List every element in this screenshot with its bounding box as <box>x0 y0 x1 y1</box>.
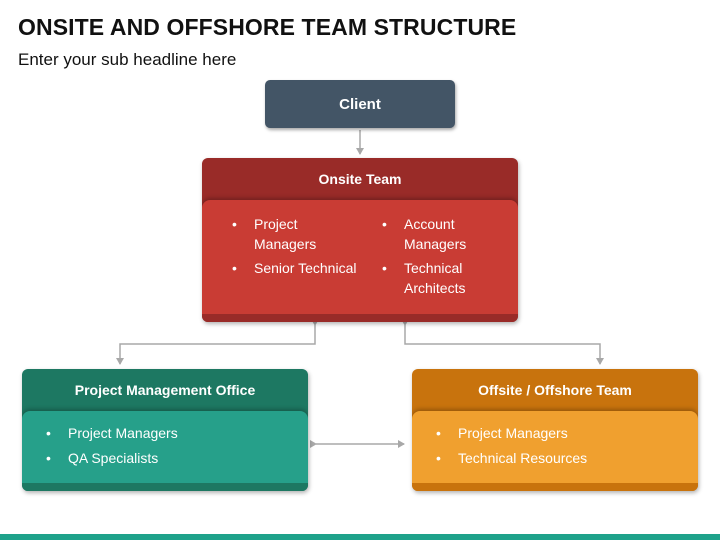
footer-bar <box>0 534 720 540</box>
connector-onsite-pmo <box>116 319 319 365</box>
list-item: Senior Technical <box>232 258 362 278</box>
pmo-header: Project Management Office <box>22 369 308 411</box>
offsite-bottom-strip <box>412 483 698 491</box>
onsite-team-title: Onsite Team <box>318 171 402 187</box>
offsite-team-header: Offsite / Offshore Team <box>412 369 698 411</box>
onsite-list-right: Account Managers Technical Architects <box>382 214 512 302</box>
pmo-title: Project Management Office <box>74 382 256 398</box>
pmo-bottom-strip <box>22 483 308 491</box>
list-item: Project Managers <box>232 214 362 254</box>
connector-onsite-offsite <box>401 319 604 365</box>
onsite-team-header: Onsite Team <box>202 158 518 200</box>
offsite-list: Project Managers Technical Resources <box>436 423 587 473</box>
onsite-list-left: Project Managers Senior Technical <box>232 214 362 282</box>
list-item: QA Specialists <box>46 448 178 468</box>
pmo-box: Project Management Office Project Manage… <box>22 369 308 491</box>
list-item: Project Managers <box>46 423 178 443</box>
onsite-team-body: Project Managers Senior Technical Accoun… <box>202 200 518 314</box>
offsite-team-title: Offsite / Offshore Team <box>478 382 632 398</box>
pmo-body: Project Managers QA Specialists <box>22 411 308 483</box>
list-item: Technical Resources <box>436 448 587 468</box>
offsite-team-box: Offsite / Offshore Team Project Managers… <box>412 369 698 491</box>
pmo-list: Project Managers QA Specialists <box>46 423 178 473</box>
onsite-team-box: Onsite Team Project Managers Senior Tech… <box>202 158 518 322</box>
onsite-bottom-strip <box>202 314 518 322</box>
offsite-team-body: Project Managers Technical Resources <box>412 411 698 483</box>
client-box: Client <box>265 80 455 128</box>
slide-title: ONSITE AND OFFSHORE TEAM STRUCTURE <box>18 14 517 40</box>
client-label: Client <box>339 95 381 113</box>
list-item: Account Managers <box>382 214 512 254</box>
list-item: Project Managers <box>436 423 587 443</box>
slide-subtitle: Enter your sub headline here <box>18 50 237 69</box>
list-item: Technical Architects <box>382 258 512 298</box>
